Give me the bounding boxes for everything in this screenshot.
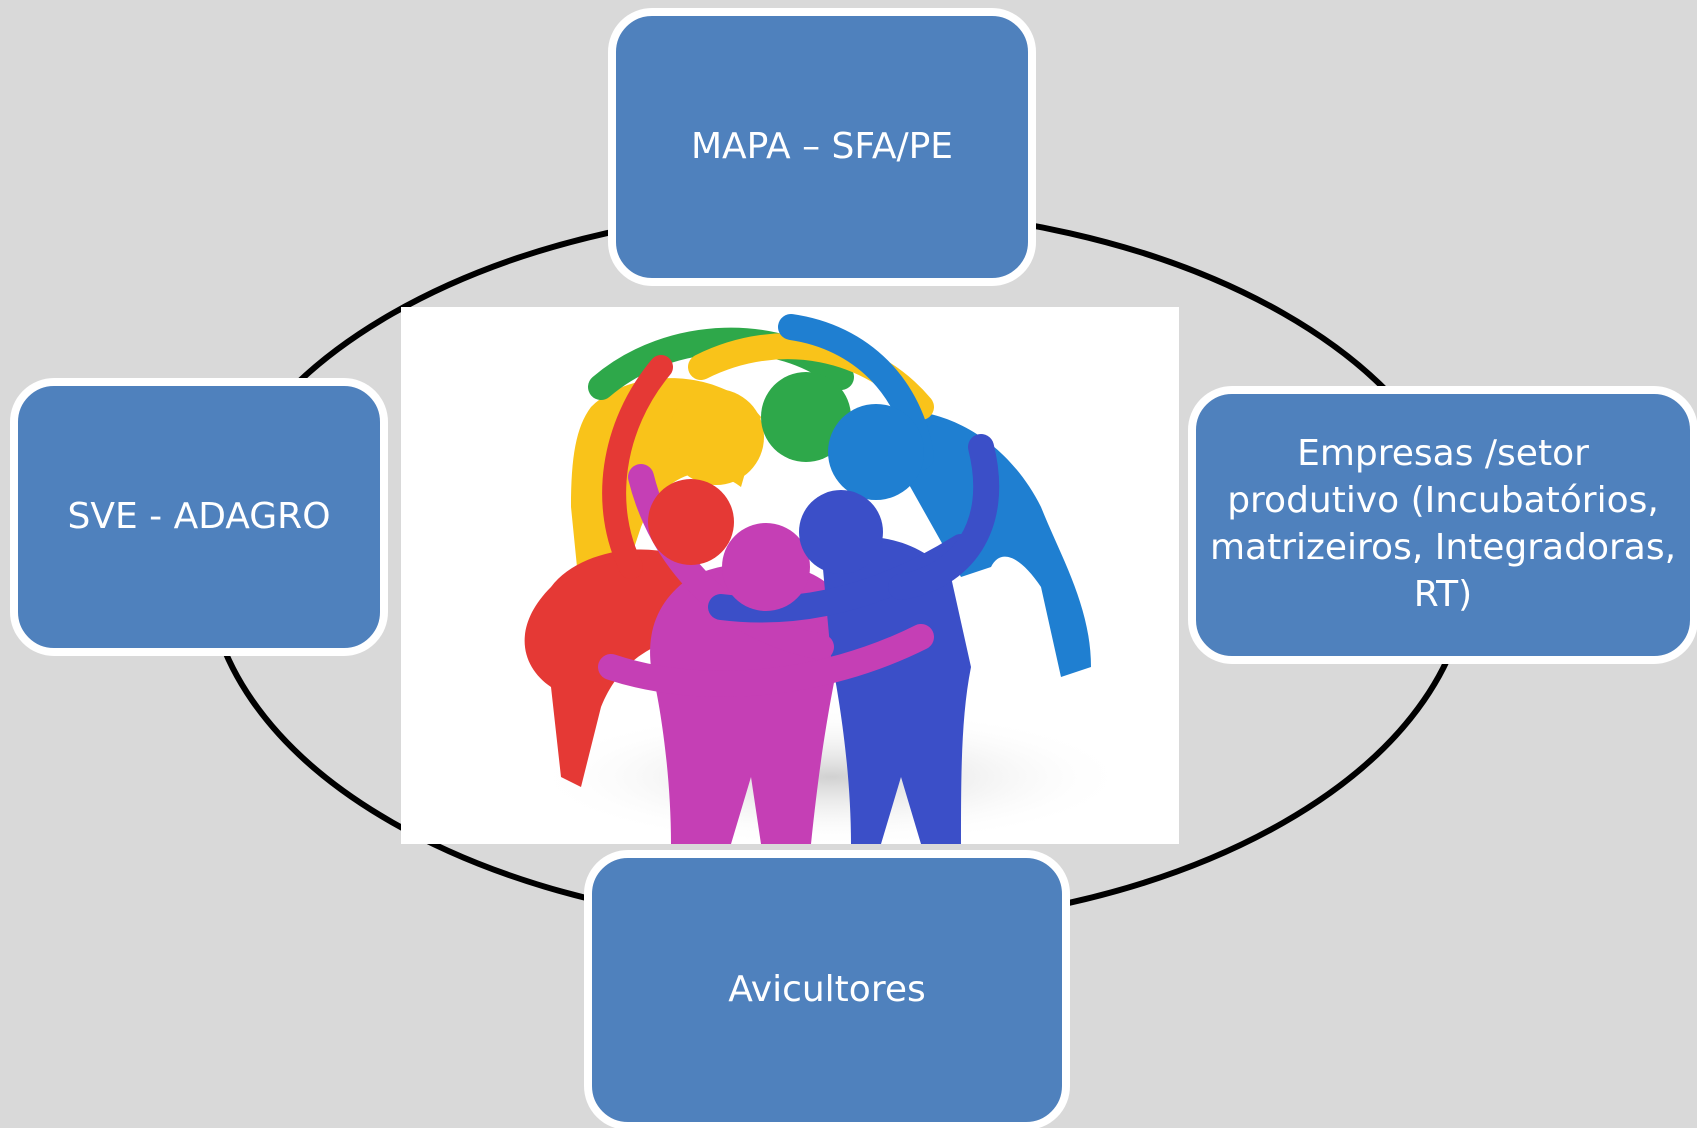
node-sve-adagro: SVE - ADAGRO (10, 378, 388, 656)
node-empresas-setor-produtivo: Empresas /setor produtivo (Incubatórios,… (1188, 386, 1697, 664)
node-label: MAPA – SFA/PE (690, 125, 954, 167)
teamwork-image (401, 307, 1179, 844)
node-label: SVE - ADAGRO (67, 495, 331, 537)
node-avicultores: Avicultores (584, 850, 1070, 1128)
node-label: Avicultores (728, 968, 926, 1010)
colorful-people-huddle-icon (524, 314, 1131, 844)
node-mapa-sfa-pe: MAPA – SFA/PE (608, 8, 1036, 286)
node-label: Empresas /setor produtivo (Incubatórios,… (1209, 433, 1677, 615)
